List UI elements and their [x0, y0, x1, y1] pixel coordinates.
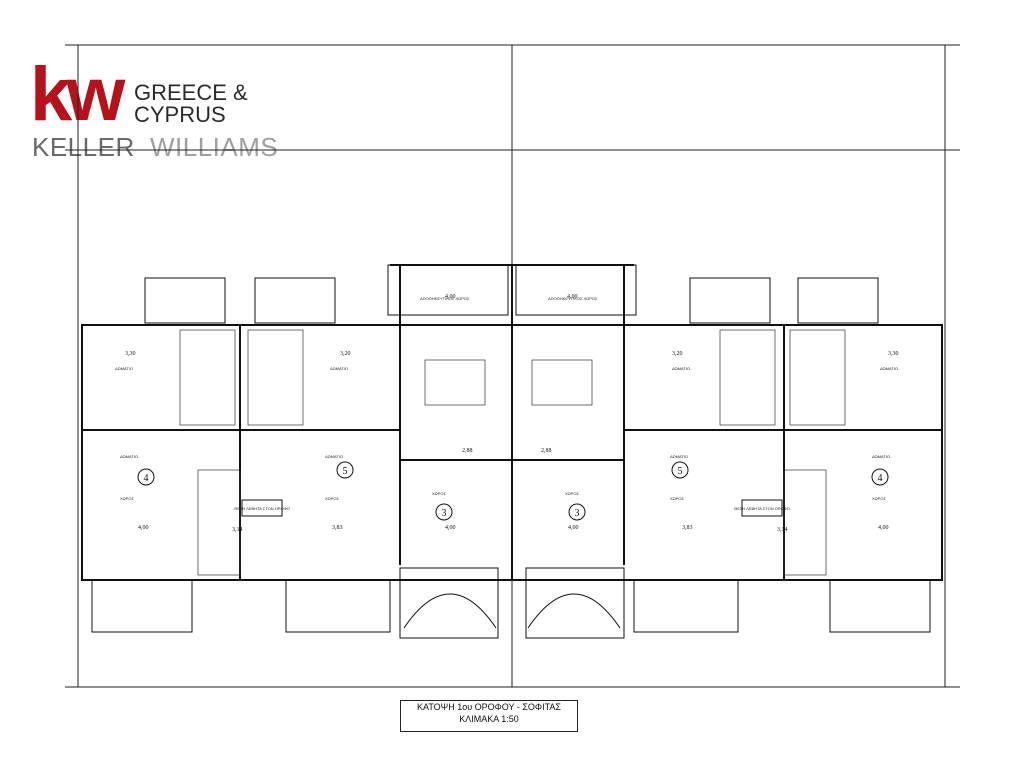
bottom-balconies [91, 567, 931, 639]
stair-4 [789, 329, 846, 426]
balcony-bottom-2 [285, 579, 391, 633]
balcony-top-2 [254, 277, 336, 324]
logo-region-line1: GREECE & [134, 80, 248, 105]
dim-3-20-left: 3,20 [340, 351, 351, 357]
logo-brand-keller: KELLER [32, 132, 135, 162]
balcony-top-4 [797, 277, 879, 324]
heater-note-right: ΘΕΣΗ ΛΕΒΗΤΑ ΣΤΟΝ ΟΡΟΦΟ [734, 506, 790, 511]
stair-7 [424, 359, 486, 406]
unit-circle-right-inner [671, 461, 689, 479]
room-label-11: ΧΩΡΟΣ [432, 491, 446, 496]
balcony-arc-right [527, 593, 621, 629]
dim-3-14-left: 3,14 [232, 527, 243, 533]
logo-region: GREECE & CYPRUS [134, 82, 248, 126]
heater-box-left [241, 499, 283, 517]
balcony-arc-left [403, 593, 497, 629]
heater-note-left: ΘΕΣΗ ΛΕΒΗΤΑ ΣΤΟΝ ΟΡΟΦΟ [234, 506, 290, 511]
dim-4-00-bottom-2: 4,00 [445, 525, 456, 531]
drawing-title-block: ΚΑΤΟΨΗ 1ου ΟΡΟΦΟΥ - ΣΟΦΙΤΑΣ ΚΛΙΜΑΚΑ 1:50 [400, 700, 578, 732]
room-label-7: ΔΩΜΑΤΙΟ [670, 454, 688, 459]
unit-circle-center-right [568, 503, 586, 521]
stair-8 [531, 359, 593, 406]
terrace-center-right [515, 264, 637, 316]
unit-number-left-inner: 5 [343, 466, 348, 477]
balcony-bottom-6 [829, 579, 931, 633]
unit-number-right-outer: 4 [878, 473, 883, 484]
sheet-frame [65, 44, 960, 688]
room-label-9: ΧΩΡΟΣ [120, 496, 134, 501]
balcony-bottom-5 [633, 579, 739, 633]
balcony-bottom-1 [91, 579, 193, 633]
stair-6 [783, 469, 827, 576]
room-label-6: ΔΩΜΑΤΙΟ [325, 454, 343, 459]
dim-3-14-right: 3,14 [777, 527, 788, 533]
dim-4-00-bottom-1: 4,00 [138, 525, 149, 531]
unit-circle-left-inner [336, 461, 354, 479]
heater-box-right [741, 499, 783, 517]
room-label-3: ΔΩΜΑΤΙΟ [672, 366, 690, 371]
dim-4-00-top-left: 4,00 [445, 294, 456, 300]
dim-2-88-left: 2,88 [462, 448, 473, 454]
room-label-1: ΔΩΜΑΤΙΟ [115, 366, 133, 371]
drawing-scale: ΚΛΙΜΑΚΑ 1:50 [459, 714, 519, 724]
unit-circle-left-outer [137, 468, 155, 486]
dim-4-00-bottom-4: 4,00 [878, 525, 889, 531]
room-labels: ΔΩΜΑΤΙΟ ΔΩΜΑΤΙΟ ΔΩΜΑΤΙΟ ΔΩΜΑΤΙΟ ΔΩΜΑΤΙΟ … [115, 296, 898, 501]
dim-4-00-bottom-3: 4,00 [568, 525, 579, 531]
balcony-top-3 [689, 277, 771, 324]
dim-4-00-top-right: 4,00 [567, 294, 578, 300]
stair-5 [197, 469, 241, 576]
staircases [179, 329, 846, 576]
balcony-bottom-3 [399, 567, 499, 639]
dim-3-83-right: 3,83 [682, 525, 693, 531]
stair-3 [719, 329, 776, 426]
dim-3-30-left: 3,30 [125, 351, 136, 357]
logo-region-line2: CYPRUS [134, 102, 226, 127]
unit-circle-right-outer [871, 468, 889, 486]
balcony-top-1 [144, 277, 226, 324]
heater-boxes: ΘΕΣΗ ΛΕΒΗΤΑ ΣΤΟΝ ΟΡΟΦΟ ΘΕΣΗ ΛΕΒΗΤΑ ΣΤΟΝ … [234, 499, 790, 517]
unit-circle-center-left [435, 503, 453, 521]
room-label-8: ΔΩΜΑΤΙΟ [872, 454, 890, 459]
room-label-14: ΧΩΡΟΣ [872, 496, 886, 501]
unit-number-center-left: 3 [442, 508, 447, 519]
dim-2-88-right: 2,88 [541, 448, 552, 454]
dimension-labels: 3,30 3,20 3,20 3,30 4,00 4,00 4,00 3,83 … [125, 294, 899, 533]
unit-number-right-inner: 5 [678, 466, 683, 477]
dim-3-20-right: 3,20 [672, 351, 683, 357]
top-balconies [144, 264, 879, 324]
building-walls [81, 264, 943, 581]
unit-number-left-outer: 4 [144, 473, 149, 484]
dim-3-83-left: 3,83 [332, 525, 343, 531]
stair-2 [247, 329, 304, 426]
attic-note-right: ΑΠΟΘΗΚΕΥΤΙΚΟΣ ΧΩΡΟΣ [548, 296, 598, 301]
balcony-bottom-4 [525, 567, 625, 639]
attic-note-left: ΑΠΟΘΗΚΕΥΤΙΚΟΣ ΧΩΡΟΣ [420, 296, 470, 301]
room-label-4: ΔΩΜΑΤΙΟ [880, 366, 898, 371]
stair-1 [179, 329, 236, 426]
unit-number-center-right: 3 [575, 508, 580, 519]
terrace-center-left [387, 264, 509, 316]
dim-3-30-right: 3,30 [888, 351, 899, 357]
room-label-5: ΔΩΜΑΤΙΟ [120, 454, 138, 459]
logo-brand-williams: WILLIAMS [150, 132, 279, 162]
drawing-title: ΚΑΤΟΨΗ 1ου ΟΡΟΦΟΥ - ΣΟΦΙΤΑΣ [417, 702, 561, 712]
room-label-2: ΔΩΜΑΤΙΟ [330, 366, 348, 371]
room-label-12: ΧΩΡΟΣ [565, 491, 579, 496]
room-label-10: ΧΩΡΟΣ [325, 496, 339, 501]
unit-markers: 4 5 3 3 5 4 [137, 461, 889, 521]
room-label-13: ΧΩΡΟΣ [670, 496, 684, 501]
